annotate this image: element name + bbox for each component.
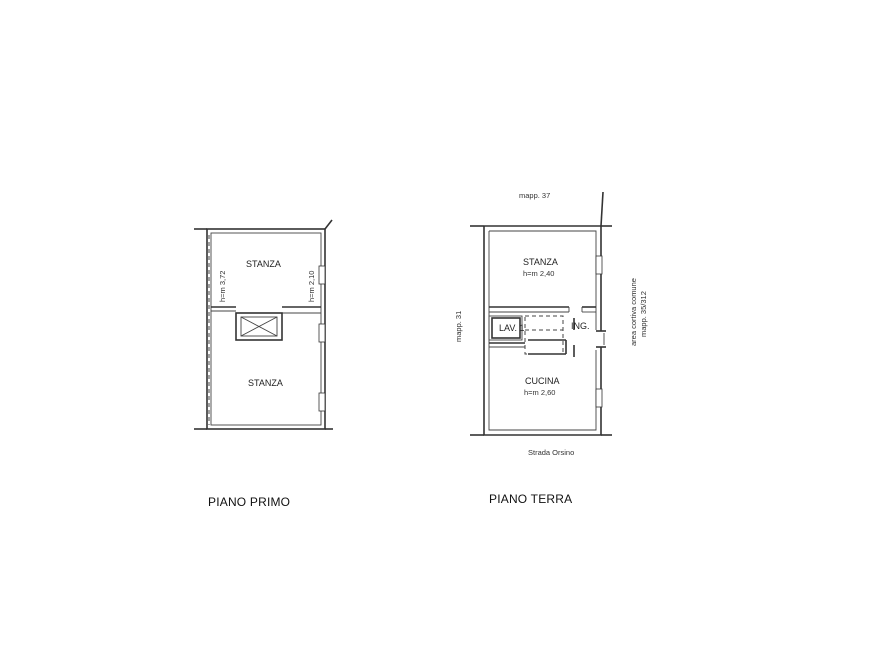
terra-mapp-right-1: area cortiva comune bbox=[629, 278, 638, 346]
primo-room-bottom: STANZA bbox=[248, 378, 283, 388]
terra-mapp-top: mapp. 37 bbox=[519, 191, 550, 200]
piano-primo-plan: STANZA STANZA h=m 3,72 h=m 2,10 bbox=[194, 219, 333, 430]
primo-window-2 bbox=[318, 323, 326, 343]
terra-entrance: ING. bbox=[571, 321, 590, 331]
piano-terra-title: PIANO TERRA bbox=[489, 492, 572, 506]
terra-room-top: STANZA bbox=[523, 257, 558, 267]
primo-stair-well bbox=[235, 312, 283, 341]
terra-window-2 bbox=[595, 388, 603, 408]
primo-height-right: h=m 2,10 bbox=[307, 271, 316, 302]
primo-room-top: STANZA bbox=[246, 259, 281, 269]
terra-bathroom-wall bbox=[488, 315, 523, 341]
terra-kitchen-height: h=m 2,60 bbox=[524, 388, 555, 397]
terra-mapp-left: mapp. 31 bbox=[454, 311, 463, 342]
primo-height-left: h=m 3,72 bbox=[218, 271, 227, 302]
terra-kitchen: CUCINA bbox=[525, 376, 560, 386]
terra-bathroom: LAV. 1 bbox=[499, 323, 525, 333]
terra-mapp-right-2: mapp. 35/312 bbox=[639, 291, 648, 337]
primo-window-3 bbox=[318, 392, 326, 412]
primo-window-1 bbox=[318, 265, 326, 285]
terra-street: Strada Orsino bbox=[528, 448, 574, 457]
terra-stairs bbox=[524, 315, 564, 355]
terra-room-top-height: h=m 2,40 bbox=[523, 269, 554, 278]
piano-primo-title: PIANO PRIMO bbox=[208, 495, 290, 509]
terra-window-1 bbox=[595, 255, 603, 275]
piano-terra-plan: STANZA h=m 2,40 LAV. 1 ING. CUCINA h=m 2… bbox=[454, 191, 648, 457]
